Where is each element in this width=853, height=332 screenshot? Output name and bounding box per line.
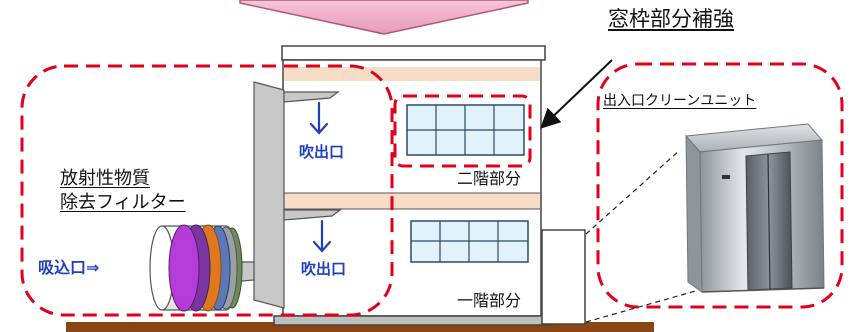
clean-unit-dashed-region bbox=[596, 62, 844, 309]
window-lower bbox=[410, 220, 529, 263]
top-arrow-shape bbox=[239, 0, 529, 35]
beam-top bbox=[284, 67, 540, 81]
connector-line-bottom bbox=[585, 287, 707, 323]
building-wall bbox=[282, 59, 542, 317]
window-upper bbox=[406, 104, 525, 156]
second-floor-label: 二階部分 bbox=[456, 169, 523, 188]
building bbox=[273, 45, 586, 326]
entrance-box bbox=[541, 229, 586, 325]
vertical-duct bbox=[253, 81, 285, 309]
intake-label: 吸込口⇒ bbox=[38, 258, 100, 277]
window-dashed-region bbox=[393, 94, 532, 168]
upper-outlet-duct bbox=[283, 91, 340, 103]
filter-label-line2: 除去フィルター bbox=[60, 192, 186, 213]
left-dashed-region bbox=[20, 64, 394, 317]
lower-outlet-duct bbox=[283, 209, 342, 221]
first-floor-label: 一階部分 bbox=[456, 291, 523, 310]
leader-arrow-icon bbox=[540, 59, 613, 129]
outlet-upper-label: 吹出口 bbox=[299, 143, 345, 161]
down-arrow-icon bbox=[309, 101, 329, 135]
window-frame-label: 窓枠部分補強 bbox=[608, 7, 734, 31]
clean-unit-label: 出入口クリーンユニット bbox=[603, 93, 757, 109]
clean-unit-booth bbox=[684, 123, 825, 293]
filter-label-line1: 放射性物質 bbox=[60, 168, 150, 189]
connector-line-top bbox=[585, 149, 681, 235]
roof-slab bbox=[281, 45, 546, 61]
duct-system bbox=[231, 81, 342, 309]
outlet-lower-label: 吹出口 bbox=[301, 260, 347, 278]
down-arrow-icon bbox=[312, 219, 332, 253]
ground-strip bbox=[66, 322, 654, 332]
filter-cylinder bbox=[149, 224, 243, 312]
foundation-slab bbox=[273, 315, 553, 326]
beam-middle bbox=[284, 193, 540, 209]
filter-layer-purple bbox=[168, 224, 200, 312]
